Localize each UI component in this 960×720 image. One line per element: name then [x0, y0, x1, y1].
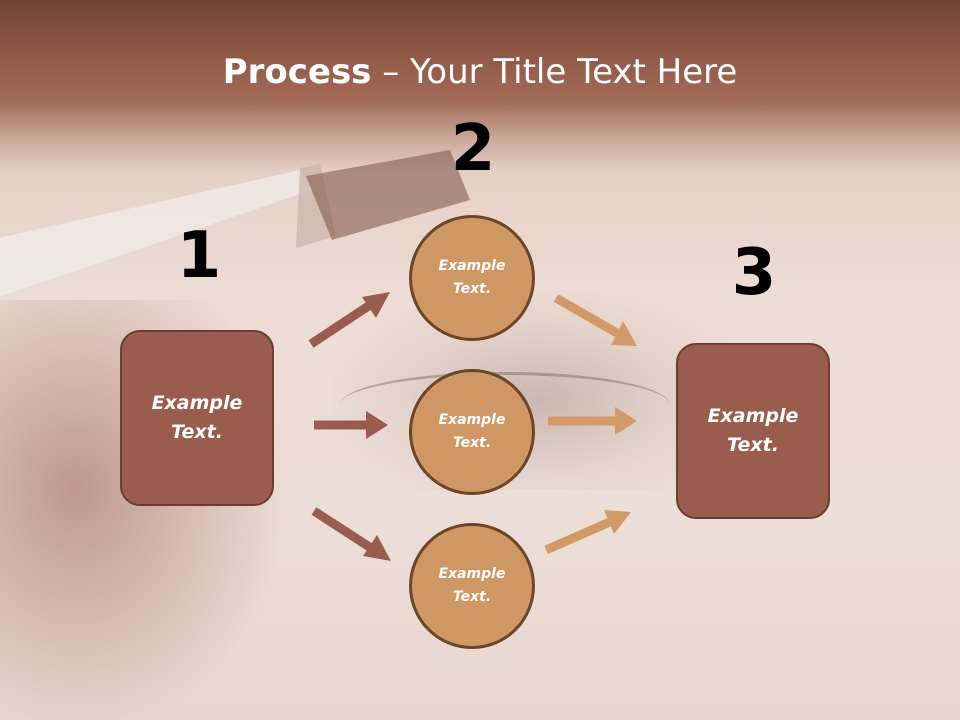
arrow-1-to-bottom [311, 507, 391, 561]
arrow-1-to-top [308, 292, 390, 348]
step-2-circle-top: Example Text. [409, 215, 535, 341]
step-1-number: 1 [176, 219, 222, 293]
step-3-text: Example Text. [707, 405, 799, 456]
background-photo-lashes [340, 372, 670, 405]
step-2-circle-middle: Example Text. [409, 369, 535, 495]
arrow-bottom-to-3 [544, 510, 631, 555]
step-1-text: Example Text. [151, 392, 243, 443]
step-3-number: 3 [731, 236, 777, 310]
step-3-box: Example Text. [676, 343, 830, 519]
title-bold: Process [222, 52, 372, 92]
page-title: Process – Your Title Text Here [0, 52, 960, 92]
step-2-circle-middle-text: Example Text. [438, 412, 506, 451]
title-rest: – Your Title Text Here [371, 52, 738, 92]
arrow-middle-to-3 [548, 407, 637, 435]
step-2-circle-bottom: Example Text. [409, 523, 535, 649]
step-2-circle-top-text: Example Text. [438, 258, 506, 297]
step-2-circle-bottom-text: Example Text. [438, 566, 506, 605]
arrow-1-to-middle [314, 411, 388, 439]
step-1-box: Example Text. [120, 330, 274, 506]
step-2-number: 2 [450, 112, 496, 186]
arrow-top-to-3 [553, 294, 637, 346]
